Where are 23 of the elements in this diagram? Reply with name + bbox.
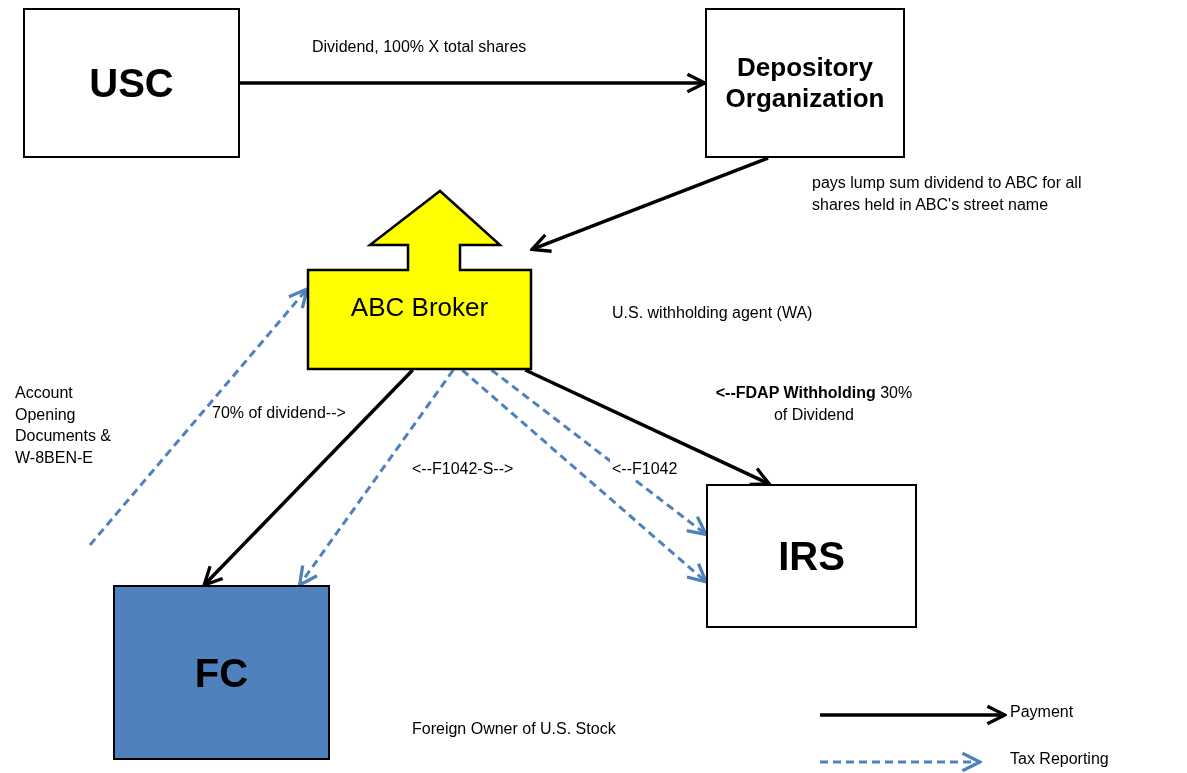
arrow xyxy=(88,287,309,546)
entity-box xyxy=(23,8,240,158)
node-label: IRS xyxy=(777,533,846,580)
node-label: FC xyxy=(193,649,250,697)
note-text: 70% of dividend--> xyxy=(212,403,347,423)
note-text: Account Opening Documents & W-8BEN-E xyxy=(15,383,113,468)
node-label: Depository Organization xyxy=(724,51,886,115)
note-text: Foreign Owner of U.S. Stock xyxy=(412,719,617,739)
arrow xyxy=(524,368,771,487)
entity-box xyxy=(705,8,905,158)
broker-arrow-box xyxy=(307,190,532,370)
arrow xyxy=(240,72,707,94)
legend-text: Tax Reporting xyxy=(1010,749,1109,769)
node-label: USC xyxy=(88,60,175,107)
edge-label: <--F1042 xyxy=(610,458,680,480)
note-text: <--F1042-S--> xyxy=(412,459,515,479)
arrow xyxy=(530,156,769,253)
entity-box xyxy=(706,484,917,628)
note-text: U.S. withholding agent (WA) xyxy=(612,303,814,323)
legend-text: Payment xyxy=(1010,702,1074,722)
entity-box xyxy=(113,585,330,760)
node-label: ABC Broker xyxy=(349,291,490,324)
arrow xyxy=(297,369,455,587)
